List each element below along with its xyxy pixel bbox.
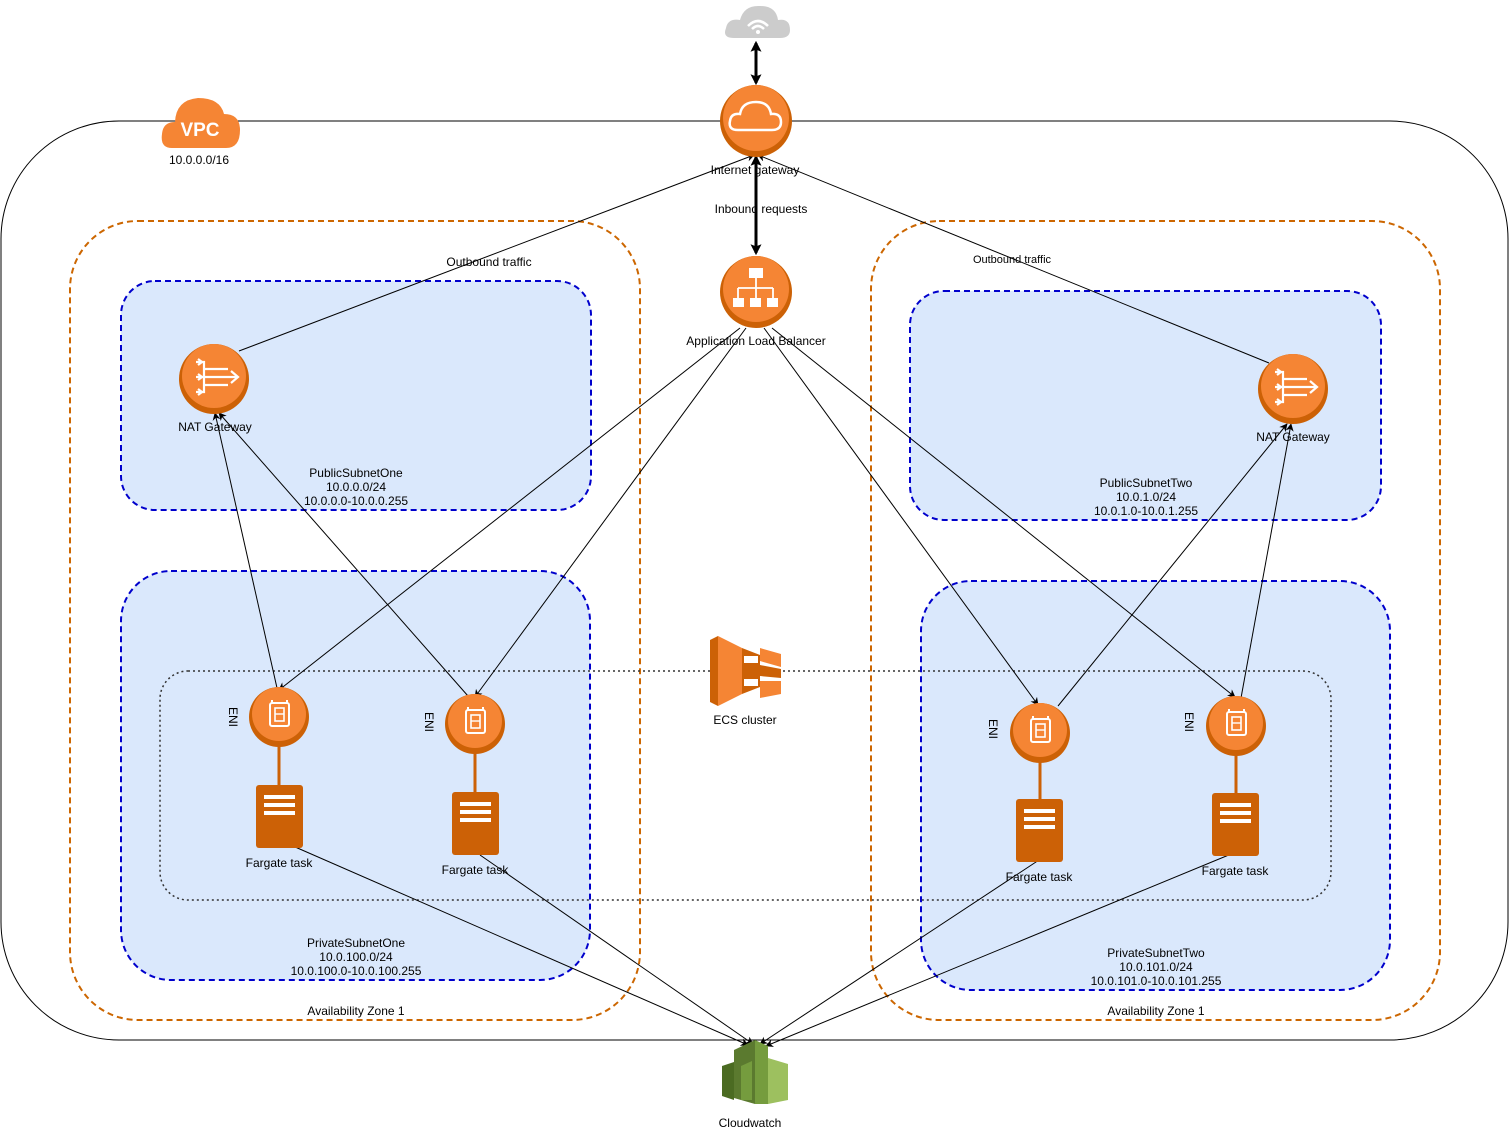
public-subnet-two xyxy=(909,290,1382,521)
eni-icon xyxy=(1206,696,1266,756)
load-balancer-icon xyxy=(720,256,792,328)
ecs-cluster-icon xyxy=(710,636,781,706)
private-subnet-one-cidr: 10.0.100.0/24 xyxy=(319,950,393,964)
nat-gateway-icon xyxy=(1258,354,1328,424)
eni1-to-nat1-link xyxy=(212,412,278,689)
fargate-task-icon xyxy=(452,792,499,855)
public-subnet-two-name: PublicSubnetTwo xyxy=(1100,476,1193,490)
vpc-badge-text: VPC xyxy=(180,120,219,141)
public-subnet-two-cidr: 10.0.1.0/24 xyxy=(1116,490,1176,504)
internet-gateway-icon xyxy=(720,85,792,157)
outbound-traffic-label-2: Outbound traffic xyxy=(973,254,1052,266)
eni-label-3: ENI xyxy=(986,719,1000,739)
eni4-to-nat2-link xyxy=(1240,423,1294,699)
private-subnet-one xyxy=(120,570,591,981)
eni-icon xyxy=(445,694,505,754)
public-subnet-two-range: 10.0.1.0-10.0.1.255 xyxy=(1094,504,1198,518)
eni-label-2: ENI xyxy=(422,712,436,732)
vpc-cidr-label: 10.0.0.0/16 xyxy=(169,153,229,167)
fargate-task-label-3: Fargate task xyxy=(1006,870,1074,884)
nat1-outbound-link xyxy=(238,153,755,352)
private-subnet-one-name: PrivateSubnetOne xyxy=(307,936,405,950)
nat2-outbound-link xyxy=(757,154,1270,364)
eni3-to-nat2-link xyxy=(1057,423,1288,707)
task3-to-cloudwatch-link xyxy=(759,859,1040,1045)
nat-gateway-icon xyxy=(179,344,249,414)
task1-to-cloudwatch-link xyxy=(285,842,749,1046)
alb-label: Application Load Balancer xyxy=(686,334,825,348)
alb-to-eni4-link xyxy=(771,327,1236,698)
fargate-task-icon xyxy=(1016,799,1063,862)
cloudwatch-icon xyxy=(722,1040,788,1104)
fargate-task-icon xyxy=(256,785,303,848)
internet-gateway-label: Internet gateway xyxy=(711,163,800,177)
task2-to-cloudwatch-link xyxy=(479,854,754,1045)
vpc-cloud-icon: VPC xyxy=(161,98,240,148)
eni-label-1: ENI xyxy=(226,707,240,727)
task4-to-cloudwatch-link xyxy=(765,851,1237,1047)
public-subnet-one-name: PublicSubnetOne xyxy=(309,466,403,480)
private-subnet-two-range: 10.0.101.0-10.0.101.255 xyxy=(1091,974,1222,988)
alb-to-eni3-link xyxy=(763,327,1039,706)
outbound-traffic-label-1: Outbound traffic xyxy=(446,255,531,269)
eni2-to-nat1-link xyxy=(218,412,469,697)
availability-zone-1-boundary xyxy=(69,220,641,1021)
fargate-task-label-4: Fargate task xyxy=(1202,864,1270,878)
availability-zone-2-boundary xyxy=(870,220,1441,1021)
public-subnet-one-range: 10.0.0.0-10.0.0.255 xyxy=(304,494,408,508)
public-subnet-one-cidr: 10.0.0.0/24 xyxy=(326,480,386,494)
eni-icon xyxy=(1010,703,1070,763)
eni-label-4: ENI xyxy=(1182,712,1196,732)
public-subnet-one xyxy=(120,280,592,511)
private-subnet-two-cidr: 10.0.101.0/24 xyxy=(1119,960,1193,974)
availability-zone-label-2: Availability Zone 1 xyxy=(1107,1004,1204,1018)
private-subnet-two xyxy=(920,580,1391,991)
alb-to-eni1-link xyxy=(278,327,741,691)
inbound-requests-label: Inbound requests xyxy=(715,202,808,216)
ecs-cluster-label: ECS cluster xyxy=(713,713,776,727)
cloudwatch-label: Cloudwatch xyxy=(719,1116,782,1130)
connections xyxy=(212,40,1294,1047)
availability-zone-label-1: Availability Zone 1 xyxy=(307,1004,404,1018)
private-subnet-one-range: 10.0.100.0-10.0.100.255 xyxy=(291,964,422,978)
fargate-task-label-2: Fargate task xyxy=(442,863,510,877)
private-subnet-two-name: PrivateSubnetTwo xyxy=(1107,946,1205,960)
fargate-task-label-1: Fargate task xyxy=(246,856,314,870)
nat-gateway-label-2: NAT Gateway xyxy=(1256,430,1330,444)
internet-cloud-icon xyxy=(725,5,790,38)
nat-gateway-label-1: NAT Gateway xyxy=(178,420,252,434)
alb-to-eni2-link xyxy=(474,327,747,698)
eni-task-links xyxy=(277,745,1238,799)
fargate-task-icon xyxy=(1212,793,1259,856)
eni-icon xyxy=(249,687,309,747)
ecs-cluster-boundary xyxy=(159,670,1332,901)
